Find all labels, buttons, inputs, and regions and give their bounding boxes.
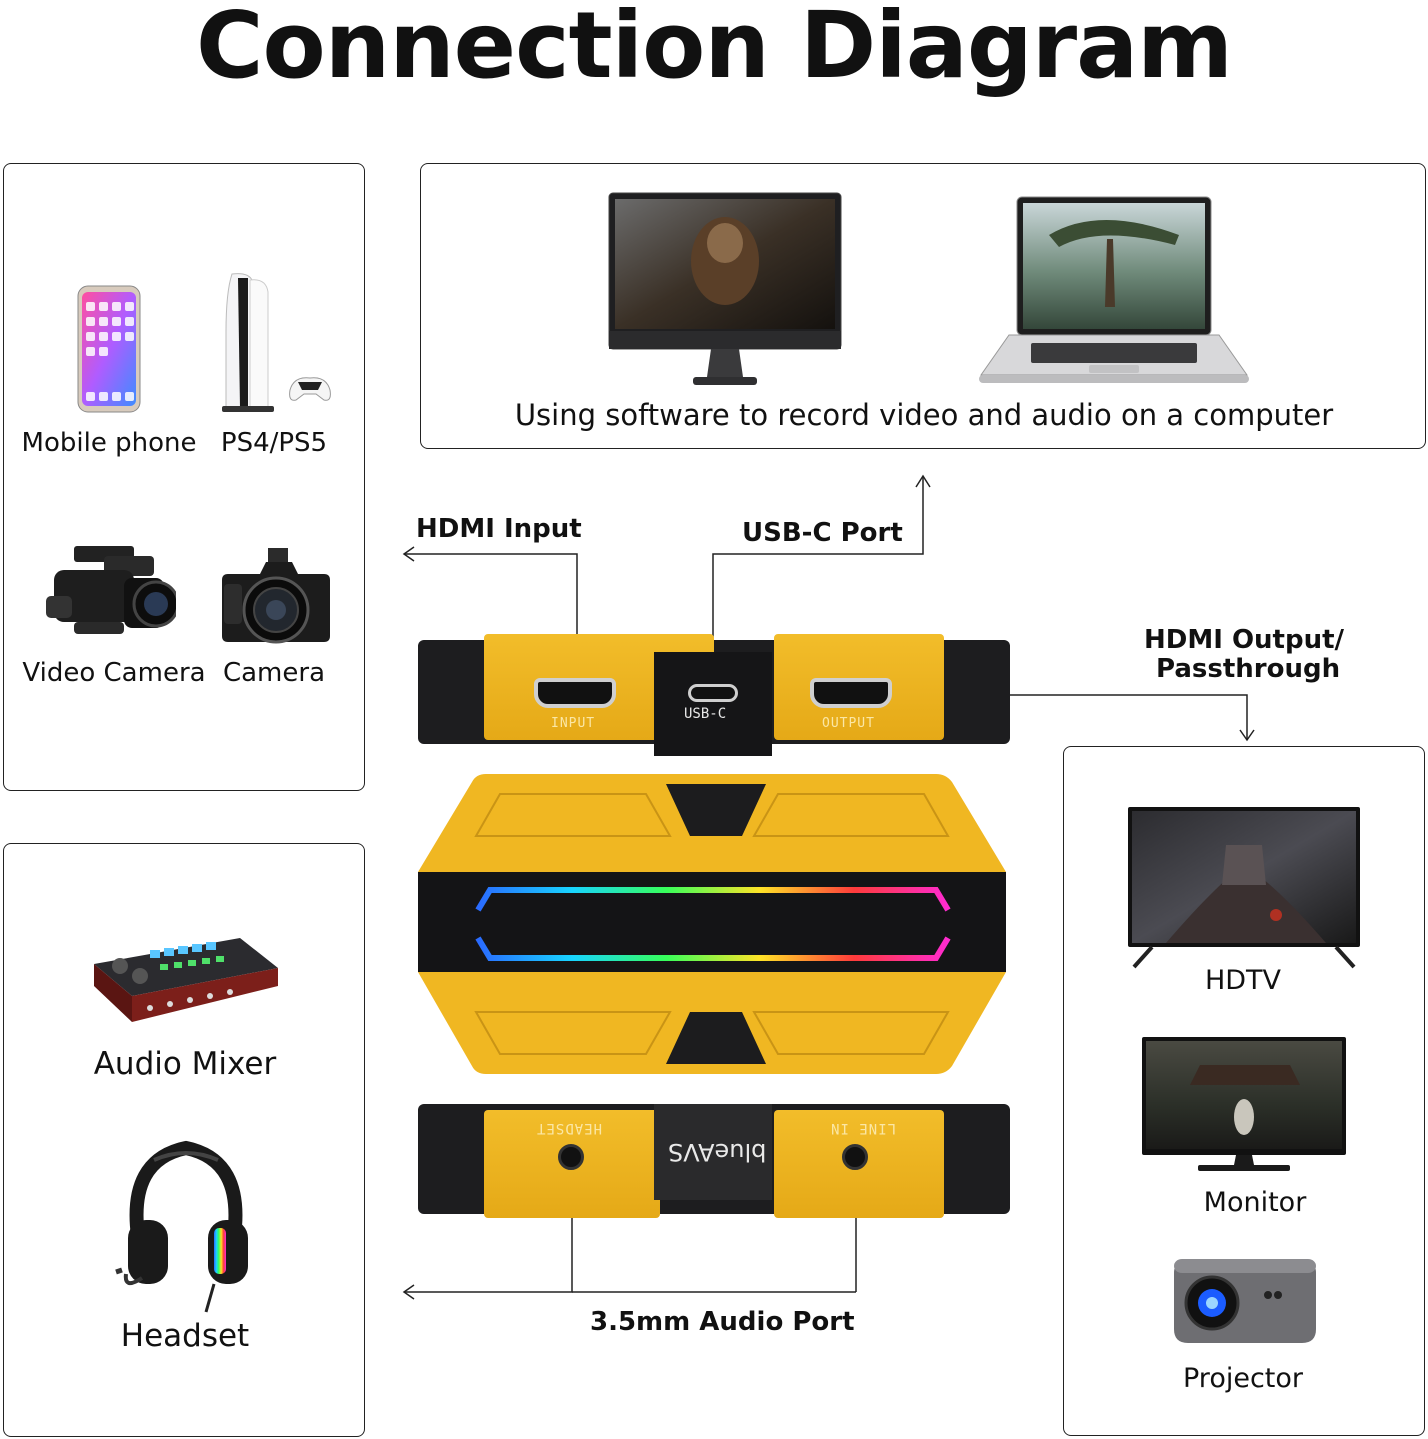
brand-logo: blueAVS <box>668 1138 767 1166</box>
audio-port-label: 3.5mm Audio Port <box>590 1307 855 1337</box>
headset-label: Headset <box>120 1318 250 1354</box>
video-camera-icon <box>46 546 176 634</box>
headset-icon <box>115 1140 248 1313</box>
hdmi-output-port <box>810 678 892 708</box>
audio-devices-box: Audio Mixer Headset <box>3 843 365 1437</box>
source-label-ps: PS4/PS5 <box>220 428 328 458</box>
linein-jack <box>842 1144 868 1170</box>
monitor-display-icon <box>1142 1037 1346 1171</box>
hdmi-output-label-2: Passthrough <box>1156 654 1341 684</box>
headset-port-label: HEADSET <box>536 1120 603 1136</box>
hdmi-input-arrowhead <box>402 546 415 562</box>
usbc-port-text: USB-C <box>684 706 727 722</box>
output-port-label: OUTPUT <box>822 716 875 731</box>
hdmi-input-label: HDMI Input <box>416 514 582 544</box>
usbc-line <box>712 476 924 677</box>
computer-box: Using software to record video and audio… <box>420 163 1426 449</box>
page-title: Connection Diagram <box>195 0 1233 99</box>
input-port-label: INPUT <box>551 716 596 731</box>
tv-icon <box>1128 807 1360 969</box>
usbc-arrowhead <box>915 474 931 488</box>
projector-icon <box>1174 1259 1316 1343</box>
usbc-port-label: USB-C Port <box>742 518 903 548</box>
hdtv-label: HDTV <box>1204 965 1282 996</box>
audio-arrowhead <box>402 1284 415 1300</box>
monitor-icon <box>608 192 842 385</box>
device-bottom-side: HEADSET blueAVS LINE IN <box>418 1104 1010 1218</box>
monitor-label: Monitor <box>1203 1187 1307 1218</box>
hdmi-output-arrowhead <box>1239 729 1255 742</box>
headset-jack <box>558 1144 584 1170</box>
linein-port-label: LINE IN <box>830 1120 897 1136</box>
projector-label: Projector <box>1183 1363 1303 1394</box>
usbc-port <box>688 684 738 702</box>
device-top-side: INPUT USB-C OUTPUT <box>418 634 1010 756</box>
computer-caption: Using software to record video and audio… <box>514 398 1334 432</box>
smartphone-icon <box>77 285 141 413</box>
source-label-video-camera: Video Camera <box>22 658 206 688</box>
capture-card-body <box>418 774 1006 1074</box>
source-label-camera: Camera <box>222 658 326 688</box>
audio-mixer-icon <box>94 938 278 1022</box>
hdmi-input-port <box>534 678 616 708</box>
hdmi-output-label-1: HDMI Output/ <box>1144 625 1345 655</box>
sources-box: Mobile phone PS4/PS5 Video Camera Camera <box>3 163 365 791</box>
game-console-icon <box>222 273 331 412</box>
source-label-mobile-phone: Mobile phone <box>21 428 197 458</box>
displays-box: HDTV Monitor Projector <box>1063 746 1425 1436</box>
camera-icon <box>222 548 330 644</box>
audio-mixer-label: Audio Mixer <box>93 1046 277 1082</box>
laptop-icon <box>979 196 1249 383</box>
